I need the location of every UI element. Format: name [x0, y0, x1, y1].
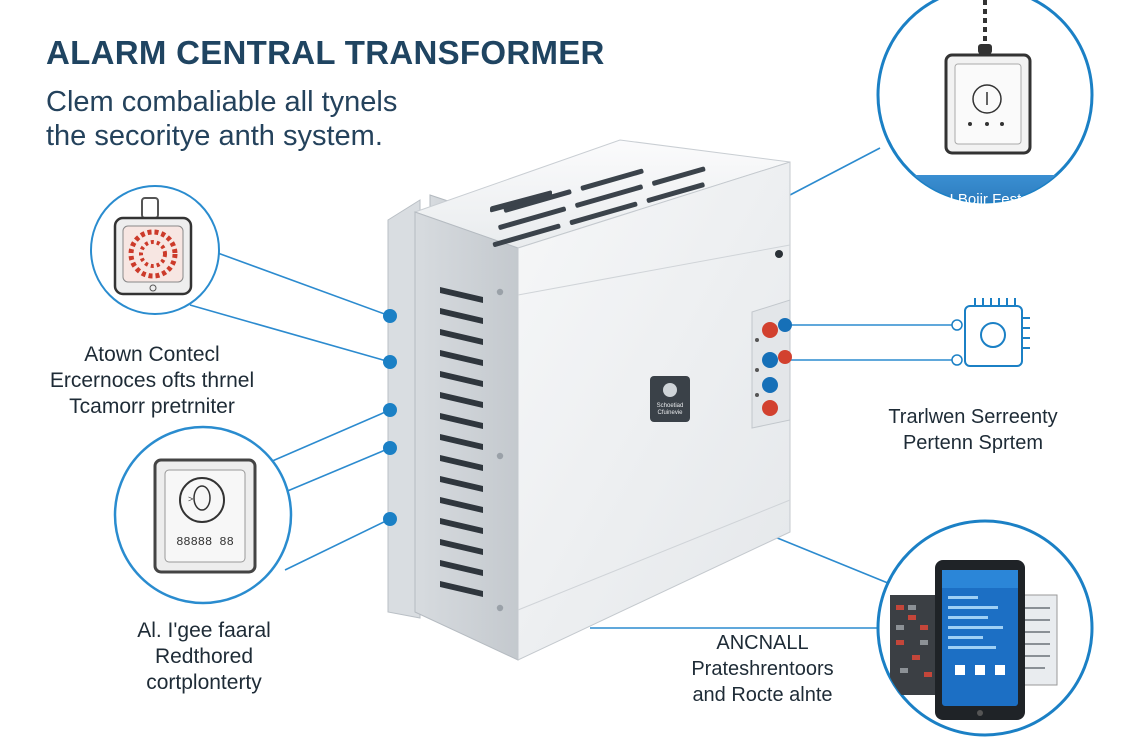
badge-line-1: Schoetiad	[657, 403, 684, 409]
label-line: Atown Contecl	[84, 343, 220, 366]
connector-line	[189, 304, 391, 363]
side-vent-slots	[440, 287, 483, 597]
left-bottom-label: Al. I'gee faaral Redthored cortplonterty	[104, 618, 304, 696]
terminal-port-blue	[762, 377, 778, 393]
top-vent-slots	[492, 166, 706, 247]
transformer-unit: Schoetiad Cfuinevie	[387, 139, 792, 661]
connection-dot	[383, 309, 397, 323]
terminal-port-blue	[762, 352, 778, 368]
hanging-sensor-callout	[876, 0, 1094, 204]
keypad-icon: >	[153, 458, 257, 574]
label-line: Prateshrentoors	[691, 658, 834, 680]
right-middle-label: Trarlwen Serreenty Pertenn Sprtem	[858, 404, 1088, 456]
connector-line	[769, 534, 906, 591]
terminal-port-red	[762, 322, 778, 338]
label-line: our reccems	[943, 211, 1027, 228]
label-line: cortplonterty	[146, 671, 262, 694]
tablet-icon	[890, 560, 1058, 720]
keypad-callout: > 88888 88	[113, 425, 293, 605]
connector-lines	[189, 147, 955, 629]
subtitle-line-2: the secoritye anth system.	[46, 120, 383, 152]
connection-dot	[383, 403, 397, 417]
label-line: Pertenn Sprtem	[902, 432, 1044, 454]
label-line: Redthored	[154, 645, 254, 668]
label-line: Al. I'gee faaral	[137, 619, 271, 642]
bottom-right-label: ANCNALL Prateshrentoors and Rocte alnte	[670, 630, 855, 708]
label-line: Ercernoces ofts thrnel	[49, 369, 255, 392]
badge-line-2: Cfuinevie	[657, 410, 683, 416]
connection-dot	[383, 512, 397, 526]
top-right-label: Alc LBoiir Festetts our reccems	[900, 190, 1070, 230]
label-line: and Rocte alnte	[692, 684, 833, 706]
terminal-port-blue	[778, 318, 792, 332]
subtitle-line-1: Clem combaliable all tynels	[46, 86, 398, 118]
left-top-label: Atown Contecl Ercernoces ofts thrnel Tca…	[36, 342, 268, 420]
connection-dot	[383, 441, 397, 455]
brand-badge	[650, 376, 690, 422]
keypad-display: 88888 88	[176, 535, 234, 549]
screw-icon	[496, 250, 783, 612]
connection-dot	[383, 355, 397, 369]
page-title: ALARM CENTRAL TRANSFORMER	[46, 34, 605, 71]
tablet-callout	[876, 519, 1094, 737]
hanging-sensor-icon	[944, 0, 1032, 155]
label-line: Trarlwen Serreenty	[888, 406, 1058, 428]
smoke-detector-callout	[90, 185, 220, 315]
terminal-ports	[751, 299, 792, 429]
terminal-port-red	[762, 400, 778, 416]
label-line: ANCNALL	[716, 632, 809, 654]
label-line: Tcamorr pretrniter	[69, 395, 235, 418]
svg-text:>: >	[188, 494, 193, 504]
label-line: Alc LBoiir Festetts	[924, 191, 1046, 208]
smoke-detector-icon	[113, 197, 193, 296]
top-vent-slots	[490, 190, 552, 213]
connector-line	[789, 147, 881, 196]
brand-logo-icon	[663, 383, 677, 397]
chip-module-icon	[951, 298, 1030, 367]
connector-line	[269, 409, 391, 463]
terminal-port-red	[778, 350, 792, 364]
connector-line	[214, 251, 391, 317]
connector-line	[284, 518, 391, 571]
